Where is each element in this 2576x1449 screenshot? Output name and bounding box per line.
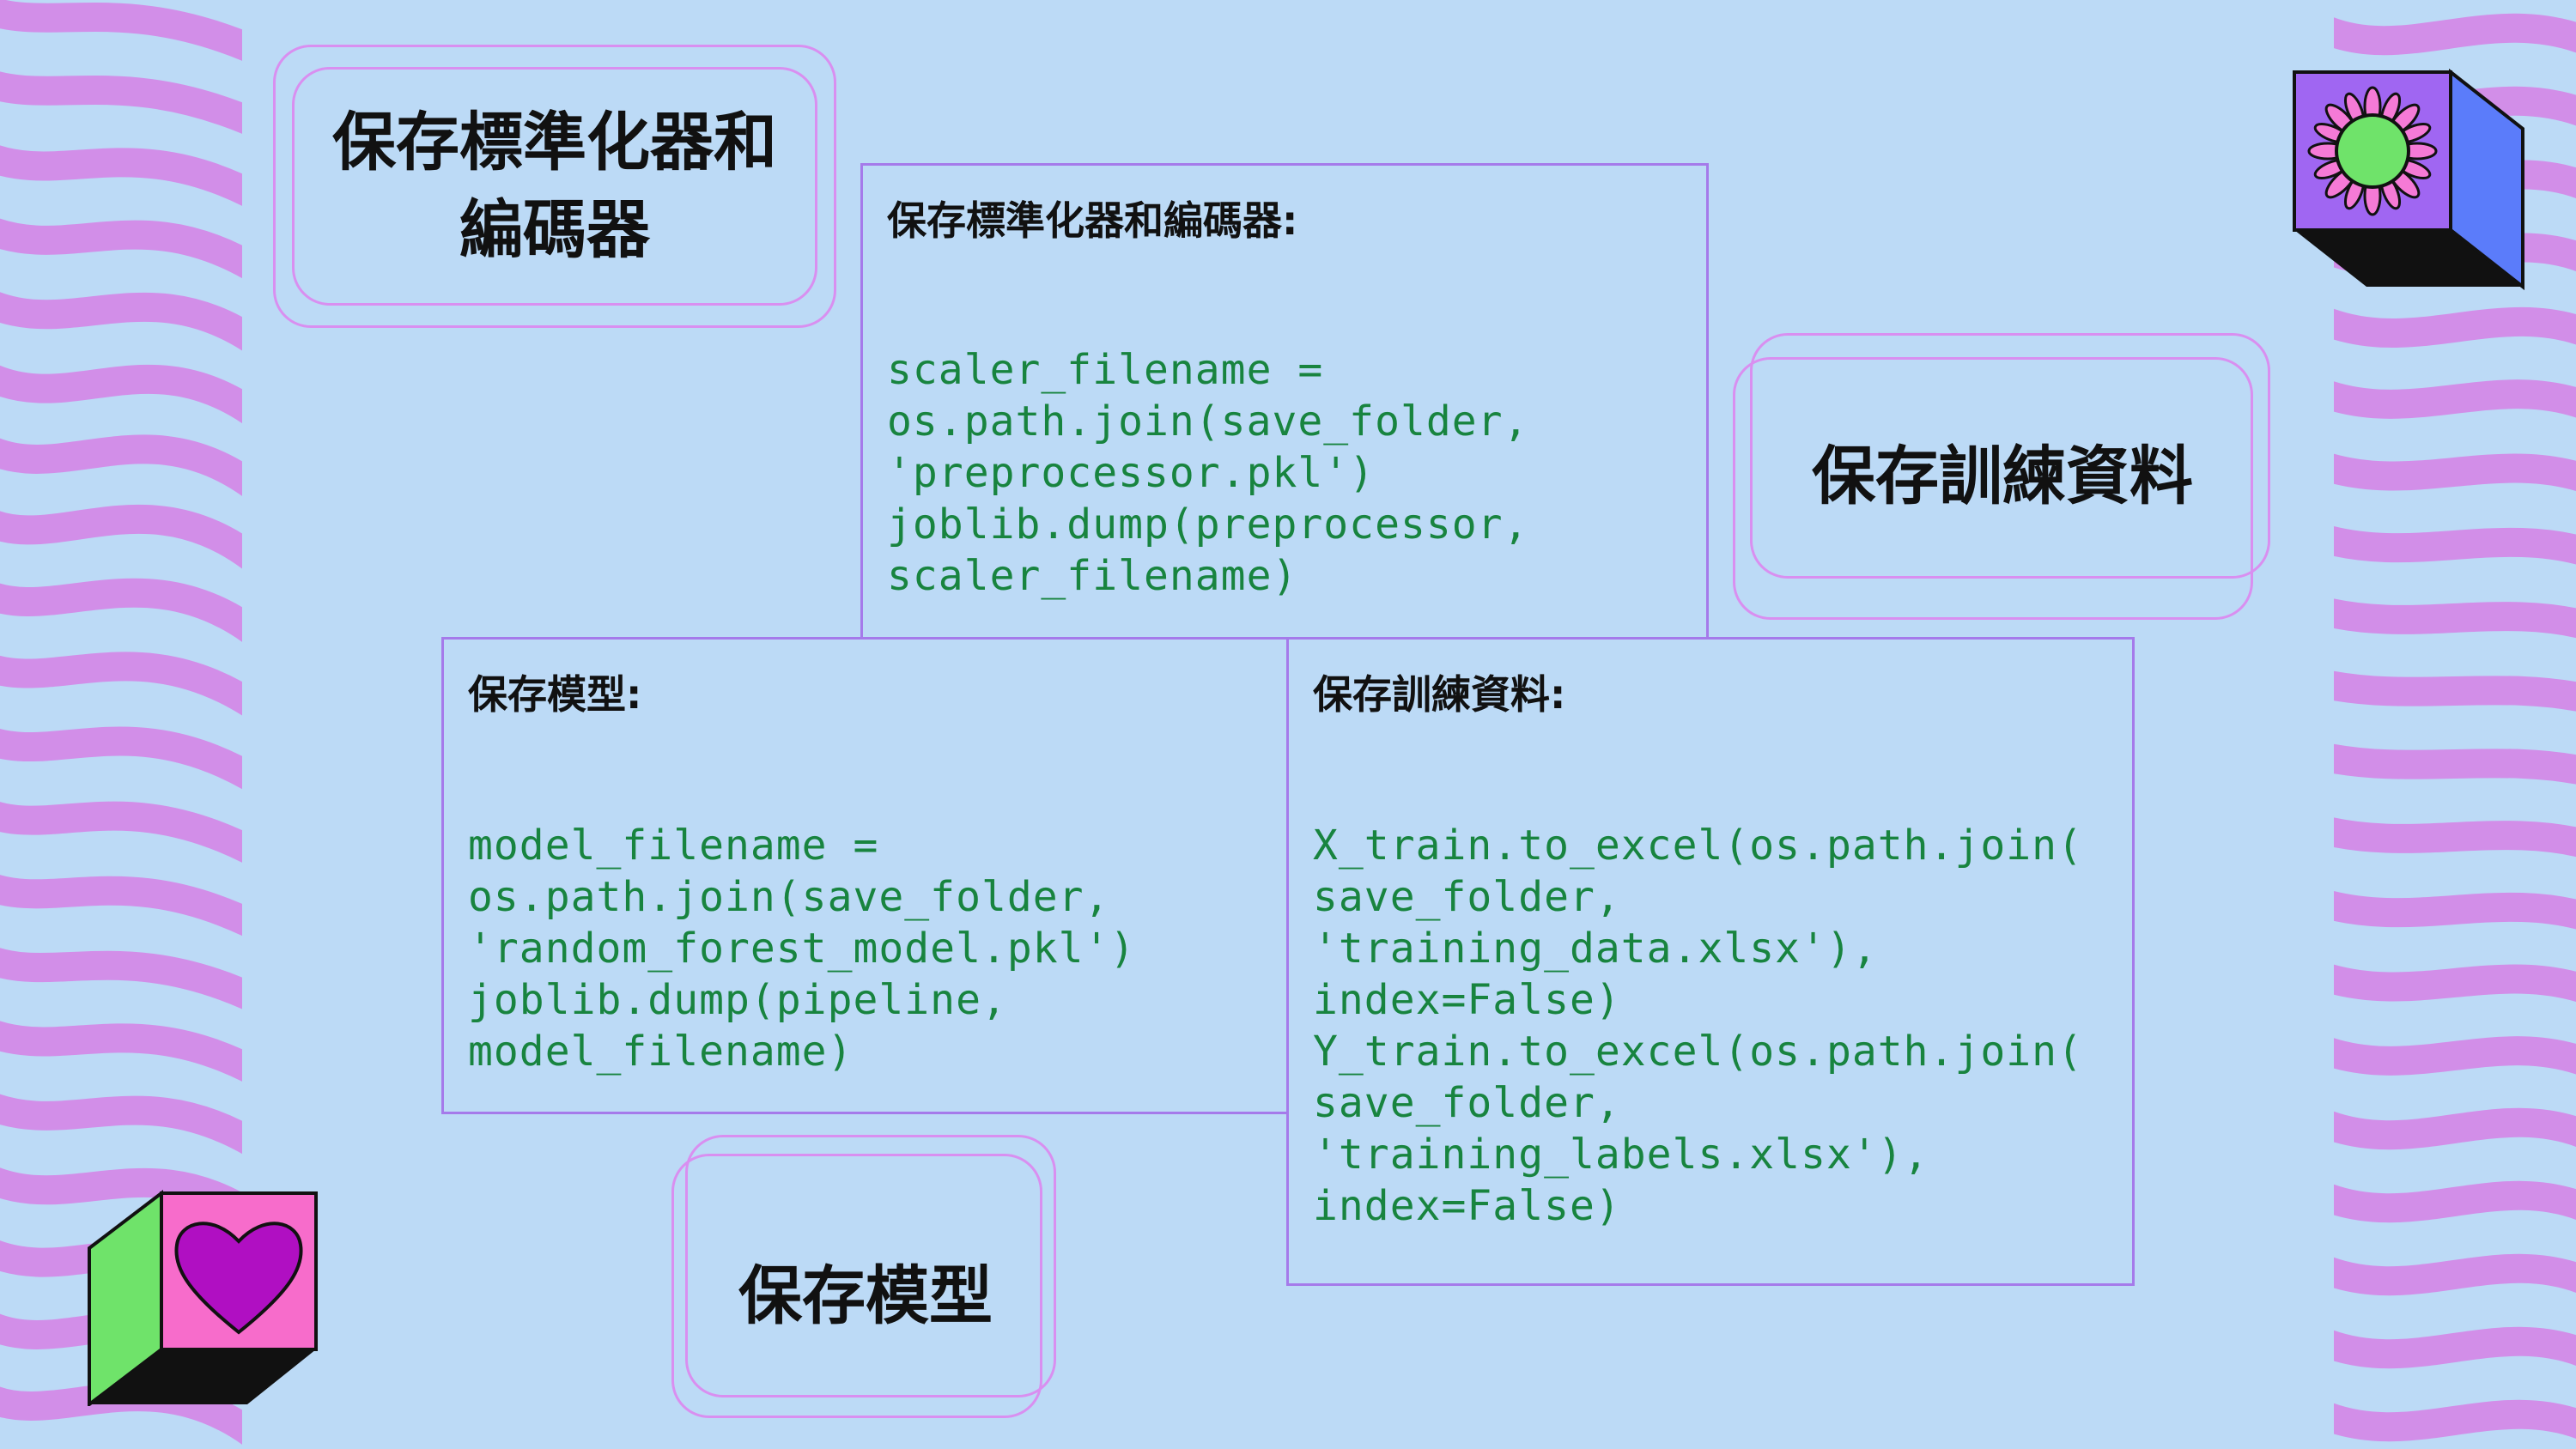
panel-save-scaler-code: scaler_filename = os.path.join(save_fold… <box>887 346 1529 600</box>
label-save-scaler-encoder-text: 保存標準化器和編碼器 <box>332 106 777 267</box>
panel-save-training: 保存訓練資料: X_train.to_excel(os.path.join( s… <box>1286 637 2135 1286</box>
panel-save-scaler-heading: 保存標準化器和編碼器: <box>887 197 1298 244</box>
panel-save-model-heading: 保存模型: <box>468 671 642 718</box>
panel-save-training-heading: 保存訓練資料: <box>1313 671 1566 718</box>
label-save-model: 保存模型 <box>671 1135 1060 1418</box>
flower-cube-icon <box>2293 68 2524 291</box>
panel-save-model-code: model_filename = os.path.join(save_folde… <box>468 822 1136 1076</box>
label-save-model-text: 保存模型 <box>738 1259 993 1333</box>
heart-cube-icon <box>88 1189 318 1406</box>
panel-save-training-code: X_train.to_excel(os.path.join( save_fold… <box>1313 822 2083 1230</box>
label-save-training-data-text: 保存訓練資料 <box>1812 440 2193 513</box>
label-save-scaler-encoder: 保存標準化器和編碼器 <box>273 45 836 328</box>
panel-save-scaler: 保存標準化器和編碼器: scaler_filename = os.path.jo… <box>860 163 1709 642</box>
label-save-training-data: 保存訓練資料 <box>1733 333 2272 620</box>
panel-save-model: 保存模型: model_filename = os.path.join(save… <box>441 637 1291 1114</box>
right-wave-stripes <box>2334 13 2576 1442</box>
